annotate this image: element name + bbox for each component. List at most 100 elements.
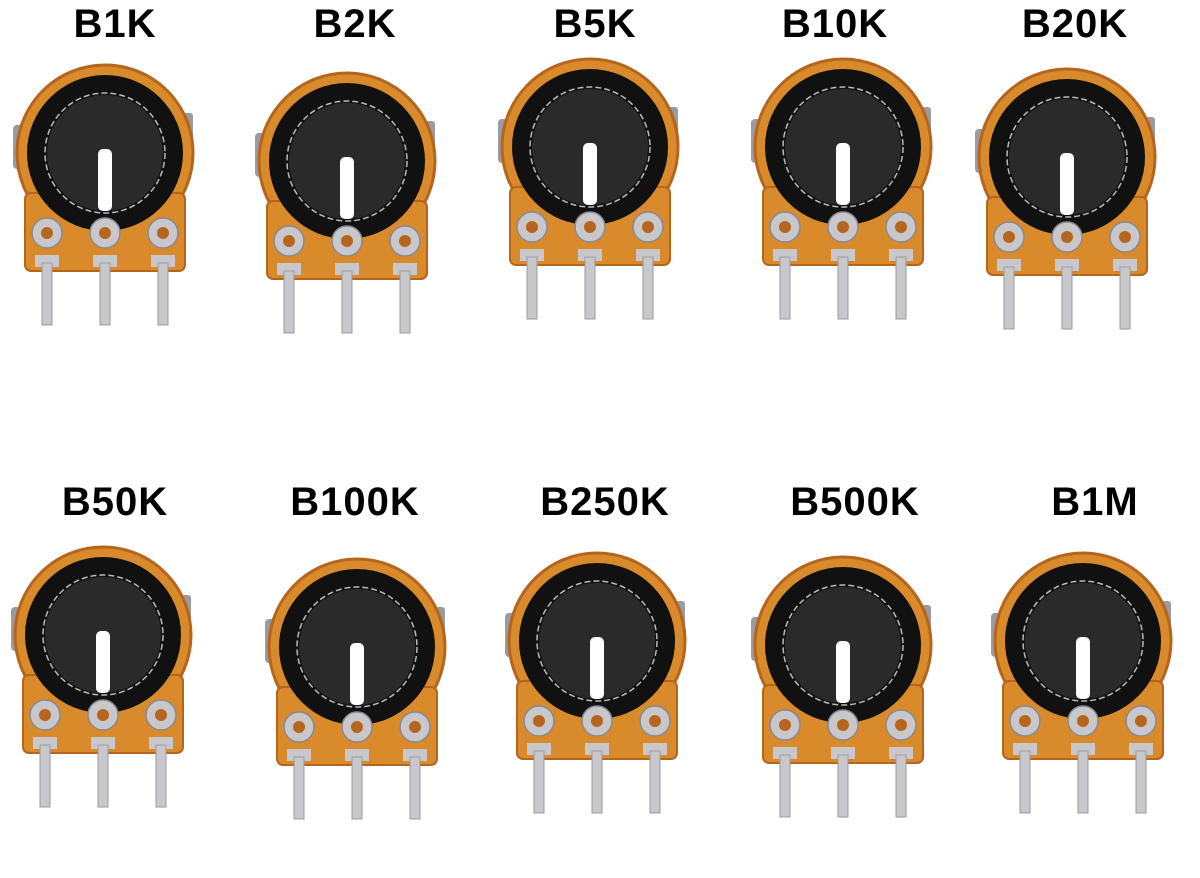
terminal-hole-1: [526, 221, 538, 233]
terminal-hole-3: [155, 709, 167, 721]
potentiometer-image: [975, 67, 1157, 330]
pin-1: [1003, 266, 1015, 330]
potentiometer-image: [11, 545, 193, 808]
terminal-hole-3: [409, 721, 421, 733]
value-label: B5K: [553, 2, 637, 46]
potentiometer-b10k: B10K: [720, 0, 950, 400]
value-label: B500K: [790, 480, 920, 524]
pin-shoulder-2: [831, 249, 855, 261]
pin-3: [895, 256, 907, 320]
pin-shoulder-2: [93, 255, 117, 267]
pin-shoulder-1: [277, 263, 301, 275]
pin-1: [41, 262, 53, 326]
pin-shoulder-1: [287, 749, 311, 761]
pin-shoulder-3: [1129, 743, 1153, 755]
pin-shoulder-3: [403, 749, 427, 761]
pin-shoulder-2: [1055, 259, 1079, 271]
knob-knurl-ring: [1006, 96, 1128, 218]
knob-knurl-ring: [286, 100, 408, 222]
potentiometer-b50k: B50K: [0, 478, 230, 878]
pin-2: [99, 262, 111, 326]
value-label: B10K: [781, 2, 889, 46]
terminal-hole-1: [779, 221, 791, 233]
terminal-hole-2: [837, 719, 849, 731]
potentiometer-image: [255, 71, 437, 334]
pin-2: [591, 750, 603, 814]
terminal-hole-3: [649, 715, 661, 727]
pin-1: [779, 754, 791, 818]
terminal-hole-2: [97, 709, 109, 721]
pin-3: [157, 262, 169, 326]
pin-shoulder-1: [773, 249, 797, 261]
terminal-hole-3: [1119, 231, 1131, 243]
terminal-hole-3: [895, 221, 907, 233]
potentiometer-grid: B1K B2K B5K B10K B20K B50K B100K B250K B…: [0, 0, 1190, 820]
knob-knurl-ring: [42, 574, 164, 696]
terminal-hole-1: [1003, 231, 1015, 243]
pin-3: [895, 754, 907, 818]
pin-shoulder-1: [35, 255, 59, 267]
indicator-line: [583, 143, 597, 205]
pin-2: [837, 256, 849, 320]
knob-knurl-ring: [782, 584, 904, 706]
knob-knurl-ring: [529, 86, 651, 208]
indicator-line: [98, 149, 112, 211]
pin-shoulder-3: [889, 747, 913, 759]
pin-shoulder-3: [636, 249, 660, 261]
terminal-hole-3: [895, 719, 907, 731]
pin-3: [399, 270, 411, 334]
terminal-hole-1: [41, 227, 53, 239]
knob-knurl-ring: [44, 92, 166, 214]
pin-1: [39, 744, 51, 808]
pin-3: [1135, 750, 1147, 814]
terminal-hole-1: [1019, 715, 1031, 727]
pin-shoulder-2: [91, 737, 115, 749]
terminal-hole-2: [99, 227, 111, 239]
potentiometer-b5k: B5K: [480, 0, 710, 400]
potentiometer-image: [265, 557, 447, 820]
pin-1: [293, 756, 305, 820]
terminal-hole-2: [351, 721, 363, 733]
pin-shoulder-2: [578, 249, 602, 261]
terminal-hole-3: [157, 227, 169, 239]
knob-knurl-ring: [1022, 580, 1144, 702]
terminal-hole-3: [399, 235, 411, 247]
pin-shoulder-2: [1071, 743, 1095, 755]
pin-shoulder-1: [997, 259, 1021, 271]
potentiometer-image: [751, 57, 933, 320]
pin-shoulder-2: [585, 743, 609, 755]
indicator-line: [350, 643, 364, 705]
potentiometer-b1k: B1K: [0, 0, 230, 400]
pin-1: [283, 270, 295, 334]
pin-shoulder-1: [527, 743, 551, 755]
pin-shoulder-3: [1113, 259, 1137, 271]
indicator-line: [590, 637, 604, 699]
terminal-hole-1: [39, 709, 51, 721]
indicator-line: [340, 157, 354, 219]
terminal-hole-3: [642, 221, 654, 233]
indicator-line: [96, 631, 110, 693]
terminal-hole-2: [584, 221, 596, 233]
pin-2: [97, 744, 109, 808]
pin-1: [779, 256, 791, 320]
terminal-hole-1: [533, 715, 545, 727]
value-label: B100K: [290, 480, 420, 524]
potentiometer-b20k: B20K: [960, 0, 1190, 400]
pin-shoulder-3: [643, 743, 667, 755]
potentiometer-b500k: B500K: [740, 478, 970, 878]
potentiometer-image: [505, 551, 687, 814]
terminal-hole-1: [293, 721, 305, 733]
value-label: B1M: [1051, 480, 1139, 524]
terminal-hole-2: [837, 221, 849, 233]
pin-1: [1019, 750, 1031, 814]
terminal-hole-3: [1135, 715, 1147, 727]
pin-3: [1119, 266, 1131, 330]
indicator-line: [836, 641, 850, 703]
value-label: B2K: [313, 2, 397, 46]
pin-2: [837, 754, 849, 818]
terminal-hole-1: [779, 719, 791, 731]
value-label: B1K: [73, 2, 157, 46]
pin-2: [341, 270, 353, 334]
pin-shoulder-2: [335, 263, 359, 275]
terminal-hole-1: [283, 235, 295, 247]
